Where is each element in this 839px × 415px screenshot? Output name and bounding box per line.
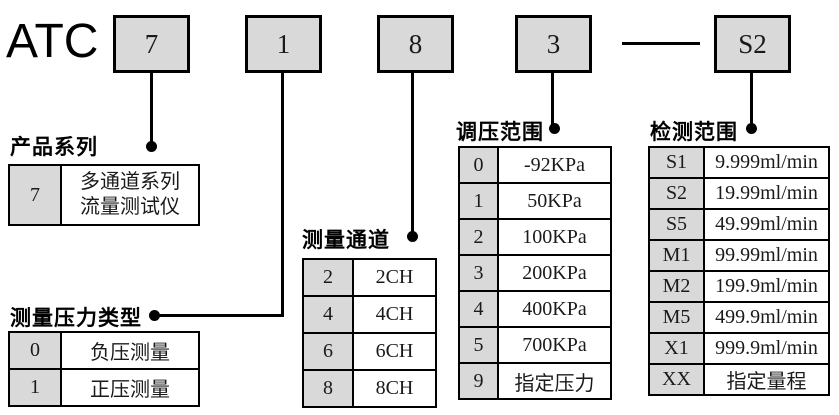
code-cell: 4 — [302, 295, 354, 334]
desc-cell: 8CH — [352, 369, 437, 408]
desc-cell: 49.99ml/min — [703, 208, 830, 241]
table-row: 1 50KPa — [458, 182, 612, 220]
code-cell: S5 — [648, 208, 705, 241]
desc-cell: 指定压力 — [497, 362, 612, 400]
code-cell: X1 — [648, 332, 705, 365]
connector-bullet-channels — [407, 231, 418, 242]
code-cell: M1 — [648, 239, 705, 272]
desc-cell: 2CH — [352, 258, 437, 297]
code-box-channels: 8 — [377, 15, 454, 73]
code-box-series: 7 — [113, 15, 190, 73]
table-row: 9 指定压力 — [458, 362, 612, 400]
desc-cell: -92KPa — [497, 146, 612, 184]
desc-cell: 9.999ml/min — [703, 146, 830, 179]
table-row: 6 6CH — [302, 332, 437, 371]
desc-cell: 499.9ml/min — [703, 301, 830, 334]
code-separator-dash — [622, 42, 700, 45]
connector-line-series — [150, 72, 153, 143]
table-row: 0 -92KPa — [458, 146, 612, 184]
code-cell: 0 — [458, 146, 499, 184]
table-row: M2 199.9ml/min — [648, 270, 830, 303]
desc-cell: 4CH — [352, 295, 437, 334]
desc-cell: 99.99ml/min — [703, 239, 830, 272]
desc-cell: 负压测量 — [60, 331, 200, 370]
desc-cell: 19.99ml/min — [703, 177, 830, 210]
table-row: S2 19.99ml/min — [648, 177, 830, 210]
section-title-product-series: 产品系列 — [10, 135, 98, 159]
desc-cell: 199.9ml/min — [703, 270, 830, 303]
table-row: M5 499.9ml/min — [648, 301, 830, 334]
code-cell: XX — [648, 363, 705, 396]
table-row: M1 99.99ml/min — [648, 239, 830, 272]
connector-bullet-detect-range — [746, 123, 757, 134]
code-box-reg-range-label: 3 — [546, 28, 561, 59]
table-row: 2 2CH — [302, 258, 437, 297]
code-cell: S2 — [648, 177, 705, 210]
desc-cell: 多通道系列 流量测试仪 — [60, 164, 200, 226]
table-row: 7 多通道系列 流量测试仪 — [8, 164, 200, 226]
code-cell: S1 — [648, 146, 705, 179]
connector-line-reg-range — [551, 72, 554, 125]
code-cell: 2 — [302, 258, 354, 297]
brand-text: ATC — [6, 15, 99, 68]
table-row: 4 400KPa — [458, 290, 612, 328]
section-title-reg-range: 调压范围 — [456, 120, 544, 144]
table-reg-range: 0 -92KPa 1 50KPa 2 100KPa 3 200KPa 4 400… — [458, 146, 612, 400]
table-row: S1 9.999ml/min — [648, 146, 830, 179]
desc-cell: 700KPa — [497, 326, 612, 364]
code-cell: 5 — [458, 326, 499, 364]
code-cell: 9 — [458, 362, 499, 400]
connector-line-channels — [411, 72, 414, 233]
code-cell: M5 — [648, 301, 705, 334]
connector-bullet-pressure — [149, 310, 160, 321]
table-row: X1 999.9ml/min — [648, 332, 830, 365]
code-box-channels-label: 8 — [408, 28, 423, 59]
table-row: XX 指定量程 — [648, 363, 830, 396]
desc-cell: 100KPa — [497, 218, 612, 256]
code-box-pressure-label: 1 — [276, 28, 291, 59]
table-row: 8 8CH — [302, 369, 437, 408]
code-cell: 3 — [458, 254, 499, 292]
section-title-detect-range: 检测范围 — [650, 120, 738, 144]
code-box-pressure-type: 1 — [245, 15, 322, 73]
desc-cell: 200KPa — [497, 254, 612, 292]
table-row: 5 700KPa — [458, 326, 612, 364]
desc-cell: 正压测量 — [60, 368, 200, 407]
code-cell: M2 — [648, 270, 705, 303]
code-cell: 4 — [458, 290, 499, 328]
table-pressure-type: 0 负压测量 1 正压测量 — [8, 331, 200, 407]
code-cell: 6 — [302, 332, 354, 371]
code-box-detect-range-label: S2 — [738, 28, 767, 59]
connector-bullet-reg-range — [549, 123, 560, 134]
code-cell: 1 — [458, 182, 499, 220]
desc-cell: 50KPa — [497, 182, 612, 220]
connector-line-pressure-vert — [281, 72, 284, 317]
code-box-reg-range: 3 — [515, 15, 592, 73]
connector-line-detect-range — [750, 72, 753, 125]
desc-cell: 400KPa — [497, 290, 612, 328]
code-box-series-label: 7 — [144, 28, 159, 59]
table-detect-range: S1 9.999ml/min S2 19.99ml/min S5 49.99ml… — [648, 146, 830, 396]
table-row: 1 正压测量 — [8, 368, 200, 407]
desc-cell: 指定量程 — [703, 363, 830, 396]
table-row: 4 4CH — [302, 295, 437, 334]
table-row: 3 200KPa — [458, 254, 612, 292]
table-product-series: 7 多通道系列 流量测试仪 — [8, 164, 200, 226]
table-row: 0 负压测量 — [8, 331, 200, 370]
connector-line-pressure-horiz — [158, 314, 284, 317]
code-cell: 1 — [8, 368, 62, 407]
connector-bullet-series — [146, 141, 157, 152]
code-cell: 0 — [8, 331, 62, 370]
code-box-detect-range: S2 — [714, 15, 791, 73]
code-cell: 8 — [302, 369, 354, 408]
section-title-pressure-type: 测量压力类型 — [10, 306, 142, 330]
code-cell: 7 — [8, 164, 62, 226]
code-cell: 2 — [458, 218, 499, 256]
table-row: 2 100KPa — [458, 218, 612, 256]
desc-cell: 999.9ml/min — [703, 332, 830, 365]
table-row: S5 49.99ml/min — [648, 208, 830, 241]
section-title-channels: 测量通道 — [302, 228, 390, 252]
table-channels: 2 2CH 4 4CH 6 6CH 8 8CH — [302, 258, 437, 408]
desc-cell: 6CH — [352, 332, 437, 371]
